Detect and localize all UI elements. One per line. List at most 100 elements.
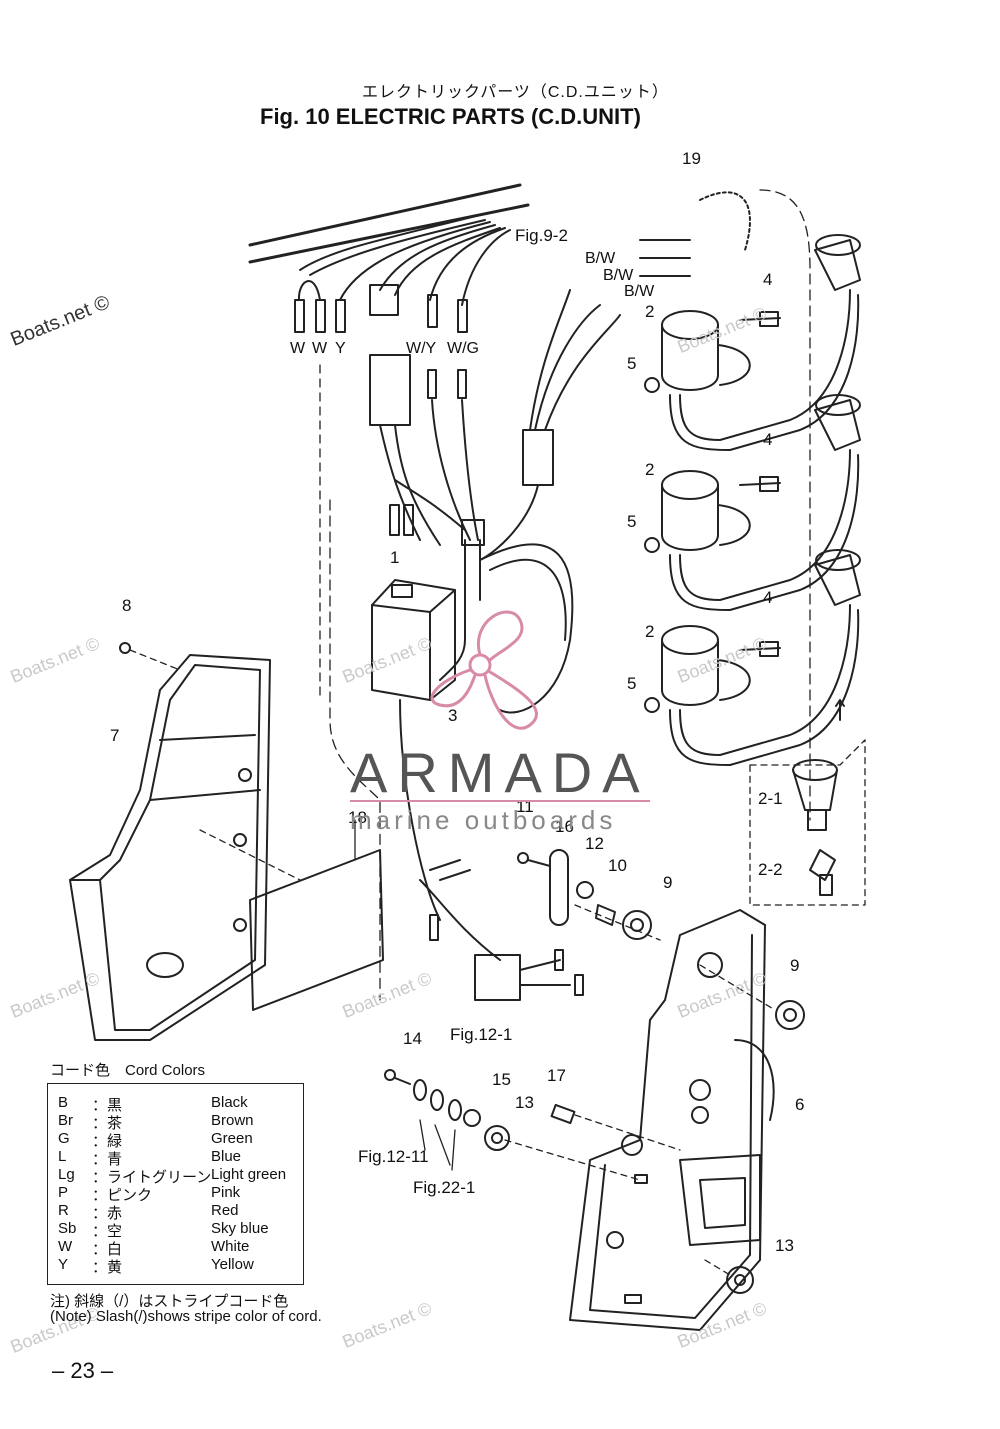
legend-code: G bbox=[58, 1130, 70, 1147]
legend-en: Blue bbox=[211, 1148, 242, 1165]
legend-en: Green bbox=[211, 1130, 253, 1147]
label-plate-part-18 bbox=[199, 819, 384, 1011]
legend-en: Red bbox=[211, 1202, 239, 1219]
legend-en: White bbox=[211, 1238, 250, 1255]
legend-code: Lg bbox=[58, 1166, 75, 1183]
note-jp: 注) 斜線（/）はストライプコード色 bbox=[50, 1293, 289, 1310]
bw-leads bbox=[479, 239, 691, 561]
legend-code: R bbox=[58, 1202, 69, 1219]
wire-label-bw-1: B/W bbox=[585, 250, 616, 267]
legend-jp: ：赤 bbox=[92, 1205, 123, 1222]
part-callout-9a: 9 bbox=[663, 873, 673, 892]
part-callout-2c: 2 bbox=[645, 622, 655, 641]
cd-unit-part-1 bbox=[371, 479, 485, 701]
legend-code: W bbox=[58, 1238, 73, 1255]
fig-ref-12-1: Fig.12-1 bbox=[450, 1025, 513, 1044]
diagram-title-jp: エレクトリックパーツ（C.D.ユニット） bbox=[362, 84, 669, 101]
ignition-coil-bottom bbox=[644, 549, 861, 766]
part-callout-2b: 2 bbox=[645, 460, 655, 479]
part-callout-2-1: 2-1 bbox=[758, 789, 783, 808]
part-callout-7: 7 bbox=[110, 726, 120, 745]
coupler-pair bbox=[369, 284, 479, 546]
part-callout-1: 1 bbox=[390, 548, 400, 567]
legend-row: Y ：黄 Yellow bbox=[58, 1256, 298, 1276]
fig-ref-12-11: Fig.12-11 bbox=[358, 1147, 429, 1166]
legend-row: P ：ピンク Pink bbox=[58, 1184, 298, 1204]
ignition-coil-middle bbox=[644, 394, 861, 611]
wire-label-bw-3: B/W bbox=[624, 283, 655, 300]
part-callout-18: 18 bbox=[348, 808, 367, 827]
harness-loop bbox=[329, 499, 584, 1001]
main-harness bbox=[248, 183, 530, 306]
legend-en: Pink bbox=[211, 1184, 241, 1201]
legend-row: B ：黒 Black bbox=[58, 1094, 298, 1114]
fig-ref-9-2: Fig.9-2 bbox=[515, 226, 568, 245]
legend-title: コード色 Cord Colors bbox=[50, 1062, 206, 1079]
legend-jp: ：黒 bbox=[92, 1097, 123, 1114]
legend-row: L ：青 Blue bbox=[58, 1148, 298, 1168]
legend-jp: ：空 bbox=[92, 1223, 123, 1240]
part-callout-2a: 2 bbox=[645, 302, 655, 321]
legend-code: B bbox=[58, 1094, 69, 1111]
legend-row: G ：緑 Green bbox=[58, 1130, 298, 1150]
connectors-wwy bbox=[294, 280, 346, 701]
armada-watermark-sub: marine outboards bbox=[350, 805, 617, 835]
part-callout-10: 10 bbox=[608, 856, 627, 875]
part-callout-5b: 5 bbox=[627, 512, 637, 531]
legend-en: Yellow bbox=[211, 1256, 254, 1273]
legend-jp: ：ピンク bbox=[92, 1187, 153, 1204]
legend-code: P bbox=[58, 1184, 69, 1201]
ignition-coils bbox=[644, 189, 861, 821]
legend-jp: ：緑 bbox=[92, 1133, 123, 1150]
part-callout-17: 17 bbox=[547, 1066, 566, 1085]
legend-en: Black bbox=[211, 1094, 248, 1111]
part-callout-4b: 4 bbox=[763, 430, 773, 449]
legend-en: Brown bbox=[211, 1112, 254, 1129]
armada-logo-mark bbox=[430, 610, 538, 730]
legend-row: Sb ：空 Sky blue bbox=[58, 1220, 298, 1240]
part-callout-19: 19 bbox=[682, 149, 701, 168]
part-callout-12: 12 bbox=[585, 834, 604, 853]
part-callout-14: 14 bbox=[403, 1029, 422, 1048]
hardware-parts bbox=[384, 849, 805, 1294]
plug-cap-detail bbox=[749, 699, 866, 906]
wire-label-w-1: W bbox=[290, 340, 306, 357]
wire-label-y: Y bbox=[335, 340, 346, 357]
bracket-plate-part-6 bbox=[569, 909, 775, 1331]
legend-row: Lg ：ライトグリーン Light green bbox=[58, 1166, 298, 1186]
fig-ref-22-1: Fig.22-1 bbox=[413, 1178, 476, 1197]
part-callout-16: 16 bbox=[555, 817, 574, 836]
legend-en: Light green bbox=[211, 1166, 287, 1183]
wire-label-bw-2: B/W bbox=[603, 267, 634, 284]
legend-row: Br ：茶 Brown bbox=[58, 1112, 298, 1132]
part-callout-6: 6 bbox=[795, 1095, 805, 1114]
legend-en: Sky blue bbox=[211, 1220, 269, 1237]
legend-jp: ：黄 bbox=[92, 1259, 123, 1276]
part-callout-5a: 5 bbox=[627, 354, 637, 373]
legend-jp: ：白 bbox=[92, 1241, 123, 1258]
armada-watermark: ARMADA bbox=[350, 741, 650, 804]
wire-label-wg: W/G bbox=[447, 340, 479, 357]
part-callout-13b: 13 bbox=[775, 1236, 794, 1255]
wire-label-wy: W/Y bbox=[406, 340, 437, 357]
legend-row: W ：白 White bbox=[58, 1238, 298, 1258]
part-callout-8: 8 bbox=[122, 596, 132, 615]
part-callout-5c: 5 bbox=[627, 674, 637, 693]
part-callout-13a: 13 bbox=[515, 1093, 534, 1112]
legend-jp: ：ライトグリーン bbox=[92, 1169, 212, 1186]
cord-color-legend bbox=[47, 1083, 304, 1285]
cover-part-7 bbox=[69, 642, 271, 1041]
armada-divider bbox=[350, 800, 650, 802]
part-callout-4a: 4 bbox=[763, 270, 773, 289]
legend-code: Y bbox=[58, 1256, 69, 1273]
diagram-title: Fig. 10 ELECTRIC PARTS (C.D.UNIT) bbox=[260, 104, 641, 129]
ignition-coil-top bbox=[644, 234, 861, 451]
legend-code: Br bbox=[58, 1112, 73, 1129]
legend-code: L bbox=[58, 1148, 67, 1165]
part-callout-15: 15 bbox=[492, 1070, 511, 1089]
note-en: (Note) Slash(/)shows stripe color of cor… bbox=[50, 1308, 322, 1325]
part-callout-3: 3 bbox=[448, 706, 458, 725]
page-number: – 23 – bbox=[52, 1358, 114, 1383]
